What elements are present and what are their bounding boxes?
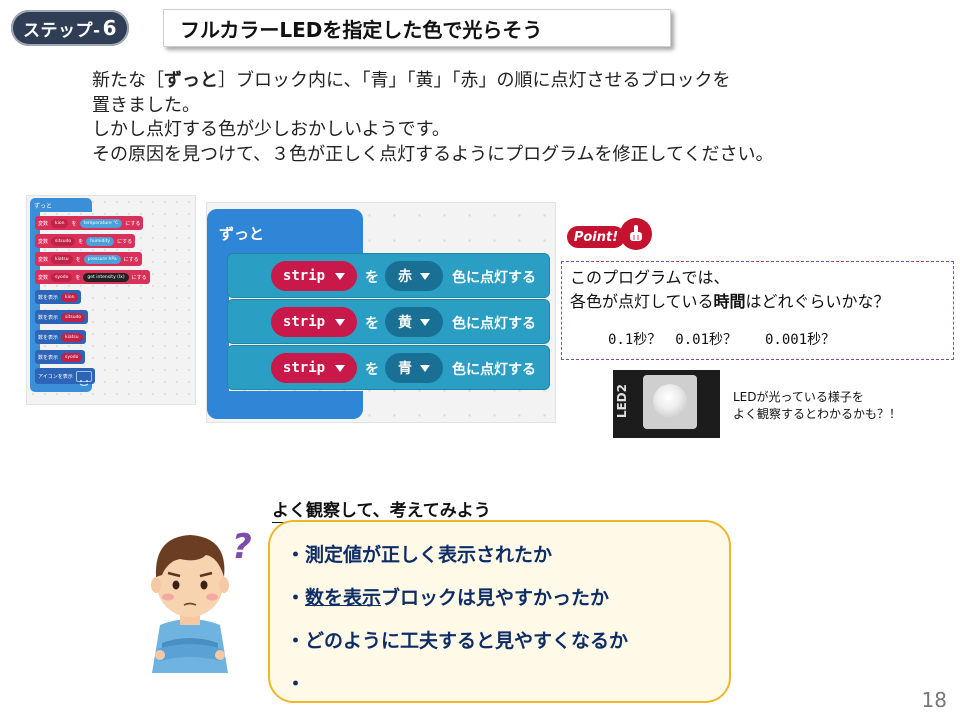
page-title: フルカラーLEDを指定した色で光らそう [163, 9, 671, 47]
intro-text: 新たな［ずっと］ブロック内に、「青」「黄」「赤」の順に点灯させるブロックを 置き… [92, 69, 912, 167]
intro-line-4: その原因を見つけて、３色が正しく点灯するようにプログラムを修正してください。 [92, 143, 774, 165]
dropdown-arrow-icon [420, 364, 430, 372]
strip-show-color-block: strip を 青 色に点灯する [227, 345, 550, 390]
question-mark-icon: ? [232, 527, 252, 567]
step-badge: ステップ-6 [11, 10, 129, 46]
thinking-boy-illustration [151, 535, 229, 673]
intro-line-3: しかし点灯する色が少しおかしいようです。 [92, 119, 450, 140]
dropdown-arrow-icon [335, 364, 346, 372]
show-icon-block: アイコンを表示 [35, 368, 95, 386]
forever-blocks-screenshot: ずっと strip を 赤 色に点灯する strip を 黄 色に点灯する st… [206, 202, 556, 423]
forever-hat-small: ずっと [30, 198, 92, 212]
observe-heading: よく観察して、考えてみよう [272, 496, 491, 523]
strip-variable: strip [271, 261, 357, 291]
dropdown-arrow-icon [335, 318, 346, 326]
color-dropdown: 青 [385, 353, 443, 383]
smiley-icon [75, 370, 92, 386]
observe-item-4: ・ [286, 673, 306, 695]
led-chip [643, 375, 697, 429]
strip-show-color-block: strip を 赤 色に点灯する [227, 253, 550, 298]
observe-item-1: ・測定値が正しく表示されたか [286, 544, 553, 566]
observe-item-2: ・数を表示ブロックは見やすかったか [286, 587, 610, 609]
forever-hat-block: ずっと [207, 209, 363, 257]
led-note: LEDが光っている様子を よく観察するとわかるかも？！ [733, 390, 902, 421]
observe-item-3: ・どのように工夫すると見やすくなるか [286, 630, 629, 652]
point-hint-box: このプログラムでは、 各色が点灯している時間はどれぐらいかな？ 0.1秒？ 0.… [561, 261, 954, 360]
dropdown-arrow-icon [335, 272, 346, 280]
pointing-hand-icon [620, 218, 652, 250]
point-badge: Point! [567, 226, 625, 248]
time-options: 0.1秒？ 0.01秒？ 0.001秒？ [608, 332, 836, 348]
color-dropdown: 赤 [385, 261, 443, 291]
step-number: 6 [102, 16, 117, 40]
strip-variable: strip [271, 307, 357, 337]
strip-show-color-block: strip を 黄 色に点灯する [227, 299, 550, 344]
dropdown-arrow-icon [420, 318, 430, 326]
page-number: 18 [921, 688, 947, 712]
point-line-2: 各色が点灯している時間はどれぐらいかな？ [570, 292, 890, 311]
led-photo: LED2 [613, 370, 720, 438]
observation-box: ・測定値が正しく表示されたか ・数を表示ブロックは見やすかったか ・どのように工… [268, 520, 731, 703]
dropdown-arrow-icon [420, 272, 430, 280]
point-line-1: このプログラムでは、 [570, 268, 730, 287]
intro-line-1: 新たな［ずっと］ブロック内に、「青」「黄」「赤」の順に点灯させるブロックを [92, 70, 731, 91]
intro-line-2: 置きました。 [92, 94, 200, 116]
step-label: ステップ- [23, 20, 101, 41]
led-chip-label: LED2 [615, 384, 629, 419]
strip-variable: strip [271, 353, 357, 383]
color-dropdown: 黄 [385, 307, 443, 337]
